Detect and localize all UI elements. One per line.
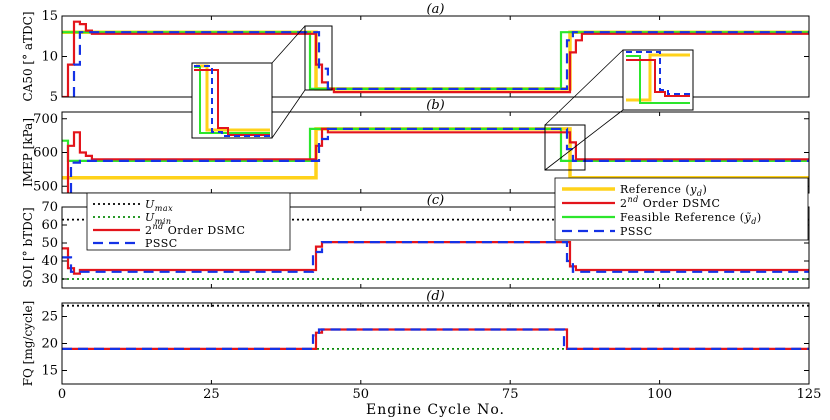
series-reference-b (62, 127, 809, 180)
ytick-label: 15 (41, 364, 58, 379)
panel-b: 500 600 700 (b) IMEP [kPa] (21, 98, 810, 194)
ytick-label: 70 (41, 200, 58, 215)
zoom-box-a (304, 25, 333, 91)
series-feasible-a (62, 31, 809, 91)
series-dsmc-d (62, 328, 809, 350)
series-pssc-c (62, 241, 809, 273)
legend-top: Reference (yd) 2nd Order DSMC Feasible R… (554, 177, 809, 241)
series-pssc-b (69, 127, 809, 193)
ylabel-c: SOI [° bTDC] (21, 207, 35, 287)
panel-c: 30 40 50 60 70 (c) SOI [° bTDC] (21, 193, 810, 289)
panel-title-a: (a) (427, 2, 445, 17)
ytick-label: 40 (41, 254, 58, 269)
panel-title-c: (c) (427, 193, 444, 208)
zoom-inset-right (622, 49, 694, 111)
ytick-label: 10 (41, 50, 58, 65)
xtick-label: 75 (502, 387, 519, 402)
legend-label-pssc-soi: PSSC (145, 237, 178, 250)
zoom-connectors (271, 25, 624, 171)
legend-label-feasible: Feasible Reference (ỹd) (620, 211, 762, 226)
series-pssc-d (62, 328, 809, 350)
ylabel-d: FQ [mg/cycle] (21, 301, 35, 387)
series-pssc-a (72, 31, 809, 97)
series-reference-a (62, 30, 809, 91)
axes-frame-c (61, 206, 810, 289)
zoom-box-b (544, 124, 586, 171)
panel-title-d: (d) (426, 289, 444, 304)
ytick-label: 600 (33, 146, 58, 161)
series-dsmc-b (66, 127, 809, 193)
legend-label-pssc: PSSC (620, 225, 653, 238)
x-axis-label: Engine Cycle No. (366, 402, 505, 418)
ytick-label: 30 (41, 272, 58, 287)
ytick-label: 500 (33, 179, 58, 194)
ytick-label: 25 (41, 310, 58, 325)
legend-label-dsmc: 2nd Order DSMC (620, 195, 720, 210)
ytick-label: 20 (41, 337, 58, 352)
ylabel-a: CA50 [° aTDC] (21, 11, 35, 101)
ylabel-b: IMEP [kPa] (21, 118, 35, 187)
ytick-label: 60 (41, 218, 58, 233)
panel-a: 5 10 15 (a) CA50 [° aTDC] (21, 2, 810, 105)
ytick-label: 5 (50, 90, 58, 105)
series-feasible-b (62, 127, 809, 162)
panel-d: 15 20 25 (d) FQ [mg/cycle] (21, 289, 810, 387)
xtick-label: 50 (353, 387, 370, 402)
zoom-inset-left (191, 62, 273, 139)
ytick-label: 700 (33, 112, 58, 127)
legend-label-umax: Umax (145, 198, 173, 213)
xtick-label: 0 (58, 387, 66, 402)
ytick-label: 50 (41, 236, 58, 251)
legend-label-umin: Umin (145, 211, 172, 226)
axes-frame-a (61, 15, 810, 98)
panel-title-b: (b) (426, 98, 444, 113)
ytick-label: 15 (41, 9, 58, 24)
legend-label-reference: Reference (yd) (620, 183, 707, 198)
xtick-label: 100 (647, 387, 672, 402)
axes-frame-d (61, 302, 810, 385)
legend-label-dsmc-soi: 2nd Order DSMC (145, 222, 245, 237)
legend-soi: Umax Umin 2nd Order DSMC PSSC (86, 192, 291, 251)
xtick-label: 25 (203, 387, 220, 402)
xtick-label: 125 (797, 387, 822, 402)
